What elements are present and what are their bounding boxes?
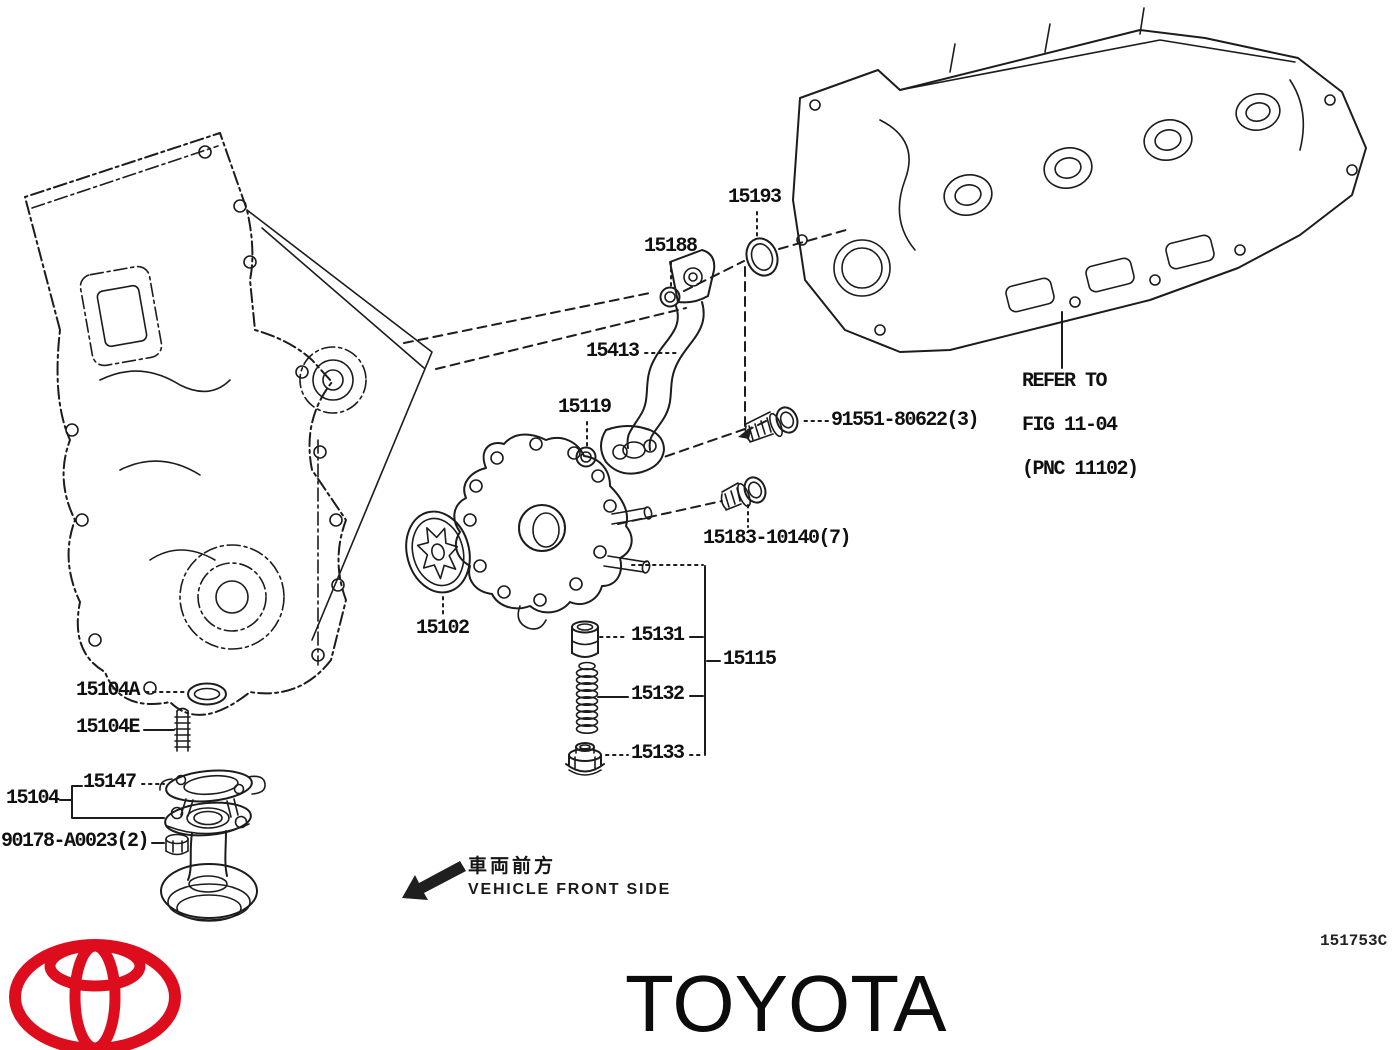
part-label-15188: 15188 — [644, 235, 698, 258]
part-label-15115: 15115 — [723, 648, 777, 671]
construction-lines — [404, 230, 846, 524]
part-label-15102: 15102 — [416, 617, 470, 640]
part-label-15183-10140: 15183-10140(7) — [703, 527, 852, 550]
part-label-15147: 15147 — [83, 771, 137, 794]
oring-15104a — [188, 684, 226, 705]
cylinder-head-drawing — [793, 8, 1366, 352]
part-label-15133: 15133 — [631, 742, 685, 765]
oil-pump-rotor-drawing — [397, 504, 478, 599]
footer-part-title: TOYOTA 151470P030 — [625, 959, 943, 1048]
part-label-15104E: 15104E — [76, 716, 141, 739]
part-label-15119: 15119 — [558, 396, 612, 419]
refer-note: REFER TO FIG 11-04 (PNC 11102) — [1022, 370, 1139, 481]
relief-valve-plug-drawing — [566, 743, 604, 775]
part-label-15193: 15193 — [728, 186, 782, 209]
oring-15193 — [741, 234, 782, 280]
part-label-15413: 15413 — [586, 340, 640, 363]
oring-15188 — [661, 288, 680, 307]
stud-15104e-drawing — [175, 709, 190, 752]
label-bracket-15104 — [60, 786, 164, 818]
strainer-gasket-drawing — [160, 767, 265, 817]
oil-pump-body-drawing — [454, 435, 652, 630]
refer-note-line1: REFER TO — [1022, 370, 1108, 393]
bolt-15183 — [722, 474, 770, 510]
oil-pipe-drawing — [601, 250, 714, 474]
part-label-15104A: 15104A — [76, 679, 141, 702]
vehicle-front-arrow — [402, 861, 466, 900]
bolt-91551 — [746, 404, 802, 442]
part-label-90178-A0023: 90178-A0023(2) — [1, 830, 150, 853]
drawing-code: 151753C — [1320, 932, 1388, 950]
head-bolt-holes — [797, 95, 1357, 335]
cam-bores — [940, 90, 1283, 220]
part-label-15132: 15132 — [631, 683, 685, 706]
nut-90178-drawing — [166, 835, 188, 855]
toyota-logo — [15, 945, 175, 1049]
part-label-91551-80622: 91551-80622(3) — [831, 409, 980, 432]
refer-note-line2: FIG 11-04 — [1022, 414, 1118, 437]
part-label-15131: 15131 — [631, 624, 685, 647]
relief-valve-piston-drawing — [572, 622, 598, 658]
oring-15119 — [577, 448, 596, 467]
vehicle-front-en-label: VEHICLE FRONT SIDE — [468, 881, 672, 898]
label-bracket-15115 — [632, 565, 720, 755]
part-label-15104: 15104 — [6, 787, 60, 810]
strainer-assembly-drawing — [161, 799, 257, 921]
timing-cover-drawing — [25, 133, 432, 715]
leader-lines — [142, 212, 1062, 843]
vehicle-front-jp-label: 車両前方 — [468, 855, 557, 877]
exhaust-ports — [1005, 234, 1216, 313]
timing-cover-bolt-holes — [66, 146, 344, 694]
pump-bolt-holes — [464, 438, 616, 606]
relief-valve-spring-drawing — [577, 663, 598, 734]
refer-note-line3: (PNC 11102) — [1022, 458, 1139, 481]
